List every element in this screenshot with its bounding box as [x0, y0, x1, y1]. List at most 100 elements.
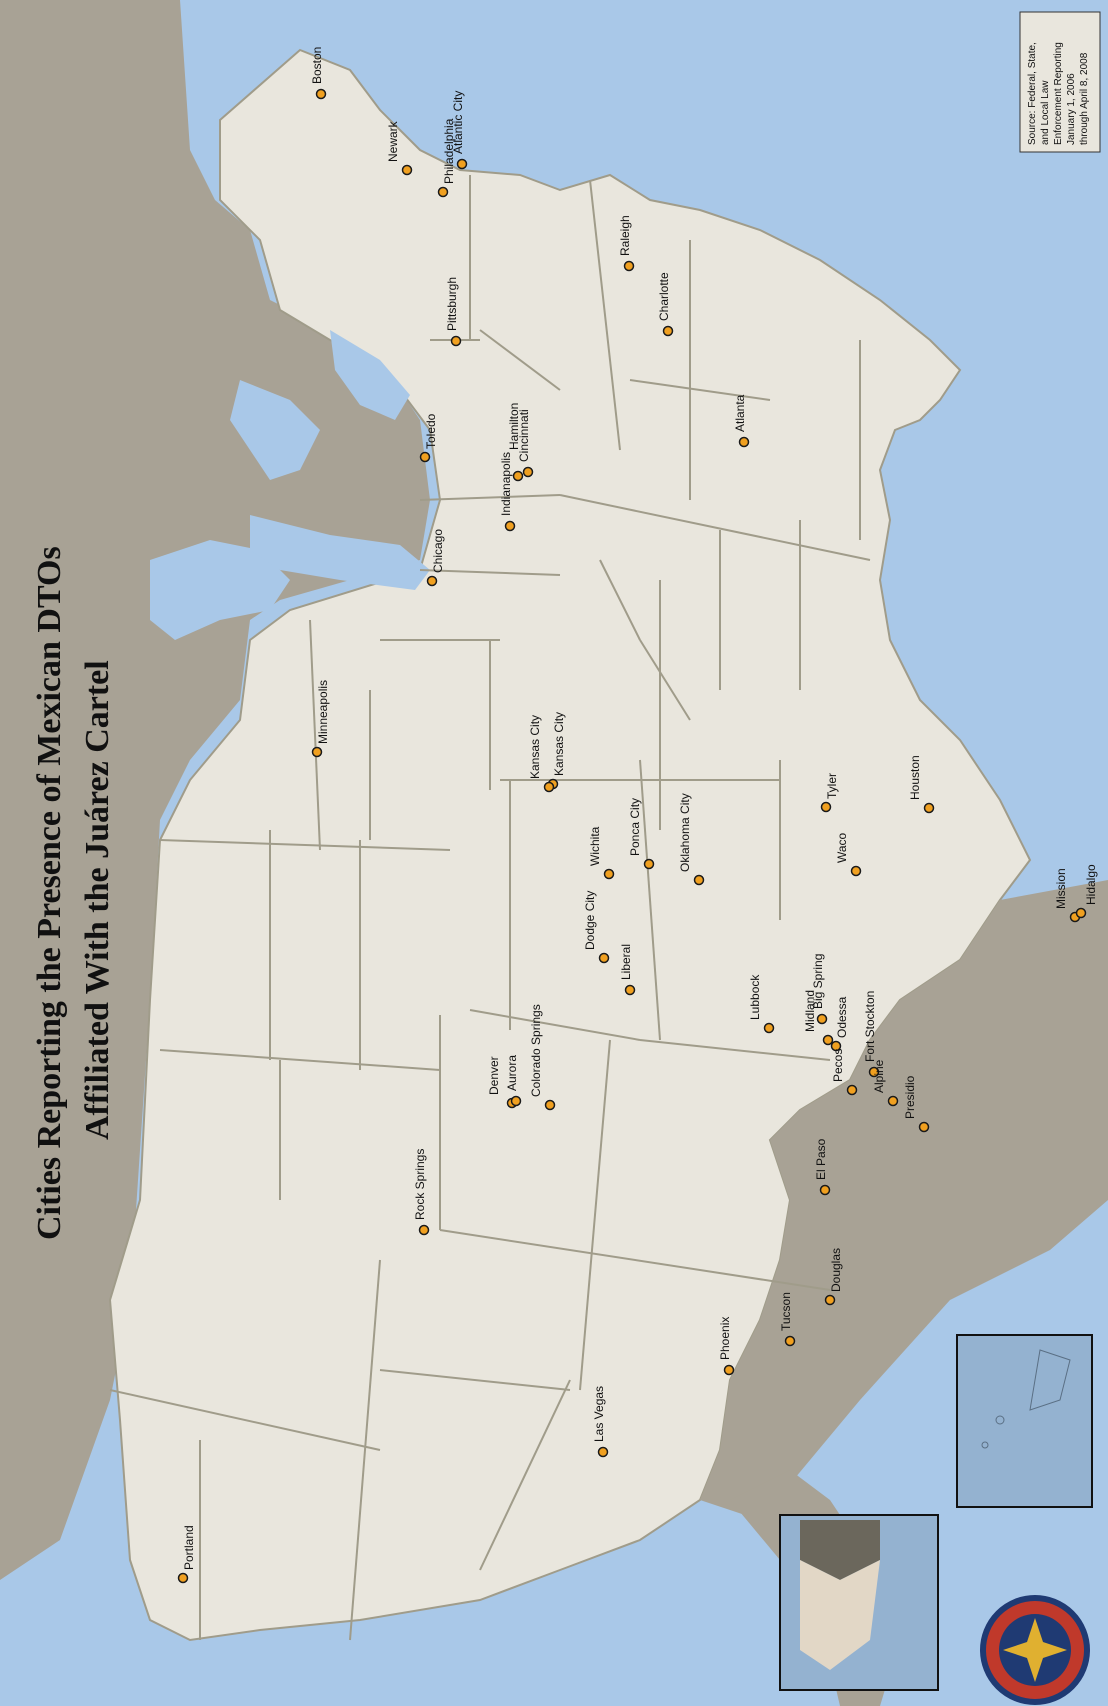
lake-erie [330, 330, 410, 420]
city-marker-phoenix [723, 1364, 735, 1376]
city-newark: Newark [386, 120, 413, 176]
city-marker-big-spring [816, 1013, 828, 1025]
city-marker-houston [923, 802, 935, 814]
city-label-rock-springs: Rock Springs [413, 1149, 427, 1220]
canada-land [0, 0, 430, 1580]
city-atlanta: Atlanta [733, 394, 750, 448]
city-marker-boston [315, 88, 327, 100]
city-toledo: Toledo [419, 413, 438, 463]
city-marker-alpine [887, 1095, 899, 1107]
city-marker-presidio [918, 1121, 930, 1133]
city-marker-newark [401, 164, 413, 176]
city-label-denver: Denver [487, 1056, 501, 1095]
city-marker-chicago [426, 575, 438, 587]
city-colorado-springs: Colorado Springs [529, 1004, 556, 1111]
city-label-newark: Newark [386, 120, 400, 162]
city-label-hamilton: Hamilton [507, 403, 521, 450]
city-marker-colorado-springs [544, 1099, 556, 1111]
city-label-phoenix: Phoenix [718, 1317, 732, 1360]
city-marker-aurora [510, 1095, 522, 1107]
city-label-chicago: Chicago [431, 529, 445, 573]
alaska-inset [956, 1334, 1093, 1508]
city-marker-pecos [846, 1084, 858, 1096]
title-group: Cities Reporting the Presence of Mexican… [31, 546, 116, 1240]
city-label-atlanta: Atlanta [733, 394, 747, 432]
city-lubbock: Lubbock [748, 974, 775, 1034]
city-marker-rock-springs [418, 1224, 430, 1236]
city-label-tucson: Tucson [779, 1292, 793, 1331]
city-hidalgo: Hidalgo [1075, 864, 1098, 919]
city-marker-minneapolis [311, 746, 323, 758]
city-aurora: Aurora [505, 1055, 522, 1107]
city-label-philadelphia: Philadelphia [442, 118, 456, 184]
city-label-minneapolis: Minneapolis [316, 680, 330, 744]
city-marker-tyler [820, 801, 832, 813]
city-marker-ponca-city [643, 858, 655, 870]
city-marker-atlanta [738, 436, 750, 448]
map-title-line1: Cities Reporting the Presence of Mexican… [31, 546, 68, 1240]
city-kansas-city: Kansas City [528, 715, 555, 793]
city-marker-liberal [624, 984, 636, 996]
city-label-waco: Waco [835, 832, 849, 863]
city-marker-dodge-city [598, 952, 610, 964]
city-boston: Boston [310, 47, 327, 100]
city-marker-oklahoma-city [693, 874, 705, 886]
mexico-land [700, 880, 1108, 1520]
city-label-charlotte: Charlotte [657, 272, 671, 321]
city-big-spring: Big Spring [811, 954, 828, 1025]
source-box [1019, 11, 1101, 153]
city-midland: Midland [803, 990, 834, 1046]
city-marker-odessa [830, 1040, 842, 1052]
city-marker-hamilton [512, 470, 524, 482]
city-marker-toledo [419, 451, 431, 463]
city-label-douglas: Douglas [829, 1248, 843, 1292]
city-pittsburgh: Pittsburgh [445, 277, 462, 347]
city-label-midland: Midland [803, 990, 817, 1032]
city-marker-philadelphia [437, 186, 449, 198]
source-line-4: through April 8, 2008 [1079, 52, 1090, 145]
city-cincinnati: Cincinnati [517, 409, 534, 478]
city-phoenix: Phoenix [718, 1317, 735, 1376]
city-label-atlantic-city: Atlantic City [451, 91, 465, 154]
city-marker-fort-stockton [868, 1066, 880, 1078]
city-label-cincinnati: Cincinnati [517, 409, 531, 462]
lake-michigan [250, 515, 430, 590]
city-liberal: Liberal [619, 944, 636, 996]
city-marker-raleigh [623, 260, 635, 272]
city-charlotte: Charlotte [657, 272, 674, 337]
city-label-kansas-city: Kansas City [552, 712, 566, 776]
map-title-line2: Affiliated With the Juárez Cartel [79, 660, 116, 1140]
city-label-el-paso: El Paso [814, 1138, 828, 1180]
city-marker-cincinnati [522, 466, 534, 478]
city-label-liberal: Liberal [619, 944, 633, 980]
source-line-2: Enforcement Reporting [1053, 42, 1064, 145]
city-marker-midland [822, 1034, 834, 1046]
city-label-fort-stockton: Fort Stockton [863, 991, 877, 1062]
city-label-boston: Boston [310, 47, 324, 84]
city-label-kansas-city: Kansas City [528, 715, 542, 779]
city-marker-waco [850, 865, 862, 877]
city-douglas: Douglas [824, 1248, 843, 1306]
city-marker-charlotte [662, 325, 674, 337]
city-label-wichita: Wichita [588, 826, 602, 866]
city-marker-wichita [603, 868, 615, 880]
city-tyler: Tyler [820, 773, 839, 813]
city-tucson: Tucson [779, 1292, 796, 1347]
city-marker-pittsburgh [450, 335, 462, 347]
city-marker-portland [177, 1572, 189, 1584]
lake-superior [150, 540, 290, 640]
city-marker-atlantic-city [456, 158, 468, 170]
city-marker-kansas-city [543, 781, 555, 793]
city-label-big-spring: Big Spring [811, 954, 825, 1009]
city-raleigh: Raleigh [618, 215, 635, 272]
city-label-odessa: Odessa [835, 996, 849, 1038]
lake-huron [230, 380, 320, 480]
city-label-toledo: Toledo [424, 413, 438, 449]
city-label-las-vegas: Las Vegas [592, 1386, 606, 1442]
city-label-indianapolis: Indianapolis [499, 452, 513, 516]
city-label-tyler: Tyler [825, 773, 839, 799]
city-marker-las-vegas [597, 1446, 609, 1458]
city-houston: Houston [908, 755, 935, 814]
